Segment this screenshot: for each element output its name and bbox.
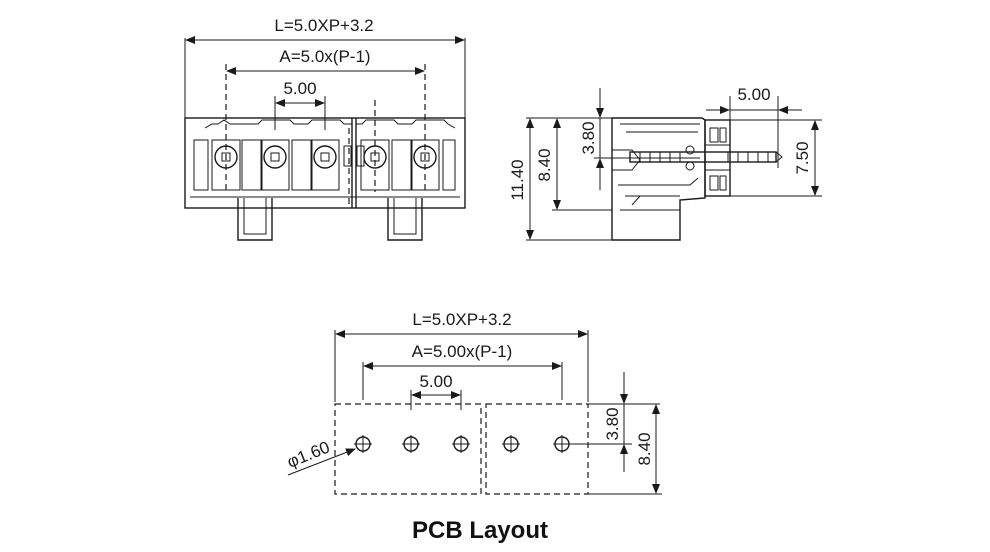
- side-height-total-label: 11.40: [508, 159, 527, 200]
- side-pin-pitch-label: 5.00: [737, 85, 770, 104]
- pcb-depth-label: 8.40: [635, 432, 654, 465]
- pcb-hole-diameter-leader: φ1.60: [284, 438, 356, 476]
- pcb-offset-dimension: 3.80: [570, 372, 660, 472]
- pcb-hole-1: [354, 435, 372, 453]
- pcb-hole-2: [402, 435, 420, 453]
- side-offset-dimension: 3.80: [579, 88, 700, 190]
- pcb-overall-length-dimension: L=5.0XP+3.2: [334, 310, 589, 402]
- front-overall-length-label: L=5.0XP+3.2: [274, 16, 373, 35]
- front-pitch-dimension: 5.00: [274, 79, 326, 130]
- pcb-layout-title: PCB Layout: [412, 517, 548, 544]
- pcb-offset-label: 3.80: [603, 407, 622, 440]
- front-view: L=5.0XP+3.2 A=5.0x(P-1) 5.00: [184, 16, 466, 241]
- pcb-depth-dimension: 8.40: [588, 404, 662, 495]
- pcb-overall-length-label: L=5.0XP+3.2: [412, 310, 511, 329]
- front-terminal-2: [260, 139, 290, 191]
- front-housing: [184, 100, 466, 209]
- side-pin-height-label: 7.50: [793, 141, 812, 174]
- front-pitch-label: 5.00: [283, 79, 316, 98]
- side-height-total-dimension: 11.40: [508, 117, 612, 241]
- pcb-footprint-outline: [334, 403, 589, 495]
- pcb-pitch-dimension: 5.00: [410, 372, 462, 410]
- front-terminal-3: [310, 139, 340, 191]
- side-pin: [629, 151, 783, 163]
- side-pin-height-dimension: 7.50: [730, 119, 822, 197]
- front-locating-pegs: [237, 198, 423, 241]
- side-housing: [611, 117, 783, 241]
- side-offset-label: 3.80: [579, 121, 598, 154]
- side-view: 11.40 8.40 3.80 5.00: [508, 85, 822, 241]
- front-pitch-span-dimension: A=5.0x(P-1): [225, 47, 426, 190]
- front-terminal-5: [410, 139, 440, 191]
- pcb-pitch-span-label: A=5.00x(P-1): [412, 342, 513, 361]
- pcb-hole-3: [452, 435, 470, 453]
- pcb-pitch-label: 5.00: [419, 372, 452, 391]
- pcb-layout: L=5.0XP+3.2 A=5.00x(P-1) 5.00: [284, 310, 662, 544]
- side-height-pin-label: 8.40: [535, 148, 554, 181]
- front-terminal-1: [211, 139, 241, 191]
- side-height-pin-dimension: 8.40: [535, 118, 612, 211]
- pcb-pitch-span-dimension: A=5.00x(P-1): [362, 342, 563, 400]
- pcb-hole-4: [502, 435, 520, 453]
- side-pin-pitch-dimension: 5.00: [706, 85, 802, 168]
- front-pitch-span-label: A=5.0x(P-1): [279, 47, 370, 66]
- pcb-hole-5: [553, 435, 571, 453]
- front-overall-length-dimension: L=5.0XP+3.2: [184, 16, 466, 118]
